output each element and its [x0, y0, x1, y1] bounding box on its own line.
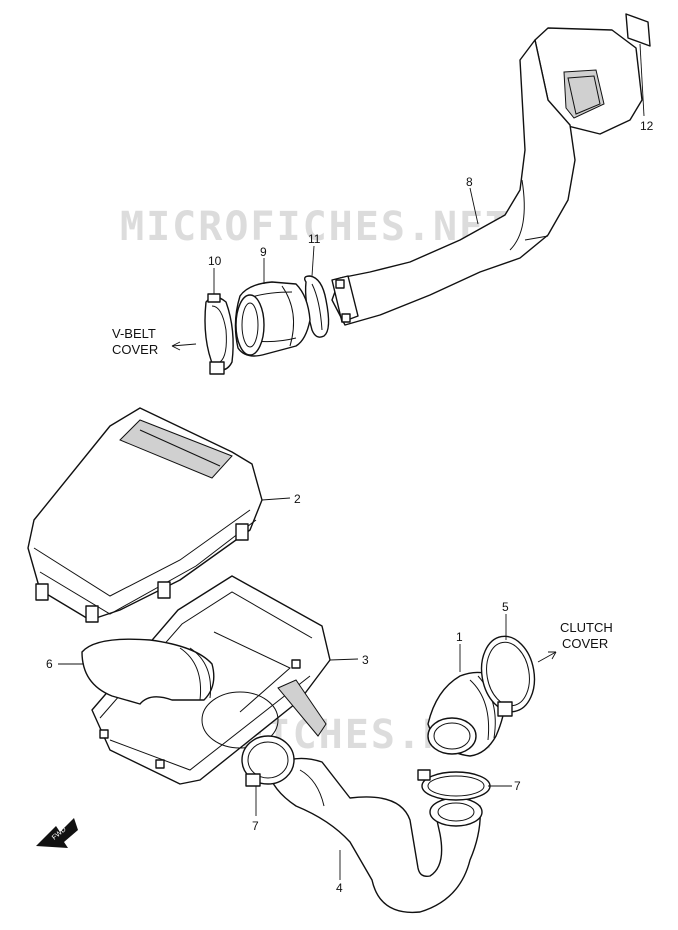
callout-9: 9: [260, 245, 267, 259]
note-vbelt-line2: COVER: [112, 342, 158, 357]
part-11-ring: [303, 245, 330, 338]
part-2-cover: [27, 407, 291, 623]
callout-7-left: 7: [252, 819, 259, 833]
part-6-elbow: [58, 638, 215, 705]
direction-arrow-icon: [171, 341, 181, 351]
callout-2: 2: [294, 492, 301, 506]
vbelt-direction: [171, 341, 197, 351]
callout-4: 4: [336, 881, 343, 895]
callout-7-right: 7: [514, 779, 521, 793]
part-1-elbow: [427, 644, 506, 757]
note-vbelt-line1: V-BELT: [112, 326, 156, 341]
part-12-seal: [625, 13, 651, 117]
callout-10: 10: [208, 254, 222, 268]
note-clutch-line2: COVER: [562, 636, 608, 651]
callout-3: 3: [362, 653, 369, 667]
part-7-clamp-left: [241, 735, 295, 816]
callout-1: 1: [456, 630, 463, 644]
part-5-ring-clamp: [480, 614, 536, 717]
part-10-clamp: [204, 268, 234, 375]
fwd-arrow-icon: FWD: [36, 818, 78, 848]
callout-5: 5: [502, 600, 509, 614]
part-7-clamp-right: [417, 769, 512, 801]
watermark-top: MICROFICHES.NET: [120, 204, 511, 250]
callout-8: 8: [466, 175, 473, 189]
direction-arrow-icon: [548, 651, 557, 660]
callout-6: 6: [46, 657, 53, 671]
clutch-direction: [537, 651, 557, 663]
callout-12: 12: [640, 119, 654, 133]
callout-11: 11: [308, 232, 321, 246]
note-clutch-line1: CLUTCH: [560, 620, 613, 635]
part-8-intake-duct: [331, 27, 643, 326]
part-9-joint: [234, 258, 311, 357]
